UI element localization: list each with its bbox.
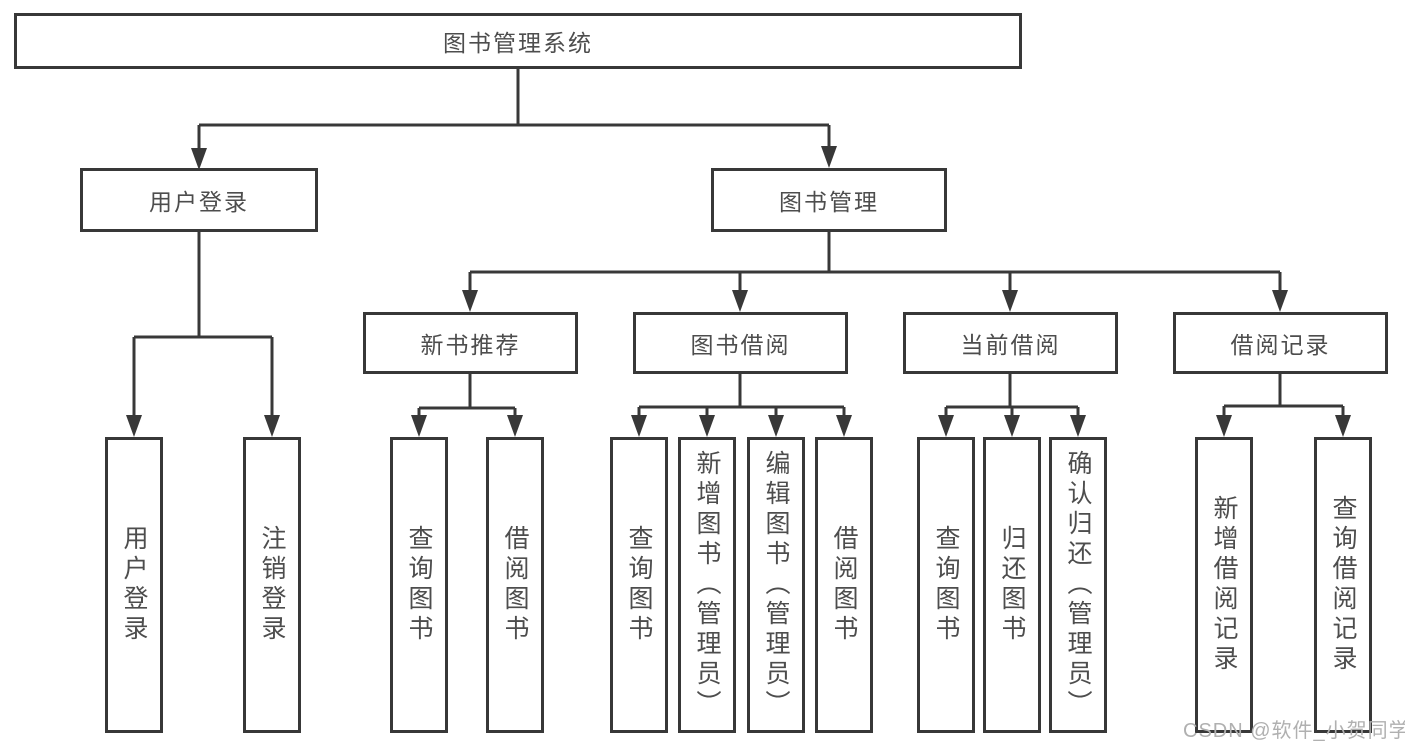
leaf-recommend-borrow-books-label: 借阅图书 xyxy=(501,525,529,645)
leaf-borrowing-edit-books-admin-label: 编辑图书（管理员） xyxy=(762,450,790,720)
leaf-borrowing-edit-books-admin: 编辑图书（管理员） xyxy=(747,437,805,733)
node-library-system-label: 图书管理系统 xyxy=(443,30,593,56)
node-book-borrowing: 图书借阅 xyxy=(633,312,848,374)
node-borrowing-records: 借阅记录 xyxy=(1173,312,1388,374)
node-library-system: 图书管理系统 xyxy=(14,13,1022,69)
node-user-login-label: 用户登录 xyxy=(149,189,249,215)
connector-path xyxy=(132,69,1345,418)
leaf-records-query-record: 查询借阅记录 xyxy=(1314,437,1372,733)
arrowheads xyxy=(126,146,1351,437)
leaf-current-return-books-label: 归还图书 xyxy=(998,525,1026,645)
leaf-borrowing-borrow-books: 借阅图书 xyxy=(815,437,873,733)
leaf-borrowing-borrow-books-label: 借阅图书 xyxy=(830,525,858,645)
leaf-logout-login-label: 注销登录 xyxy=(258,525,286,645)
leaf-current-return-books: 归还图书 xyxy=(983,437,1041,733)
leaf-logout-login: 注销登录 xyxy=(243,437,301,733)
node-borrowing-records-label: 借阅记录 xyxy=(1230,332,1331,358)
leaf-current-query-books: 查询图书 xyxy=(917,437,975,733)
leaf-borrowing-query-books-label: 查询图书 xyxy=(625,525,653,645)
leaf-current-query-books-label: 查询图书 xyxy=(932,525,960,645)
node-new-book-recommendation-label: 新书推荐 xyxy=(420,332,521,358)
leaf-records-add-record-label: 新增借阅记录 xyxy=(1210,495,1238,675)
leaf-current-confirm-return-admin-label: 确认归还（管理员） xyxy=(1064,450,1092,720)
leaf-records-add-record: 新增借阅记录 xyxy=(1195,437,1253,733)
leaf-records-query-record-label: 查询借阅记录 xyxy=(1329,495,1357,675)
leaf-user-login-label: 用户登录 xyxy=(120,525,148,645)
leaf-borrowing-add-books-admin: 新增图书（管理员） xyxy=(678,437,736,733)
leaf-recommend-query-books-label: 查询图书 xyxy=(405,525,433,645)
leaf-borrowing-query-books: 查询图书 xyxy=(610,437,668,733)
leaf-user-login: 用户登录 xyxy=(105,437,163,733)
leaf-recommend-borrow-books: 借阅图书 xyxy=(486,437,544,733)
node-user-login: 用户登录 xyxy=(80,168,318,232)
leaf-borrowing-add-books-admin-label: 新增图书（管理员） xyxy=(693,450,721,720)
node-book-management-label: 图书管理 xyxy=(779,189,879,215)
node-book-borrowing-label: 图书借阅 xyxy=(690,332,791,358)
leaf-recommend-query-books: 查询图书 xyxy=(390,437,448,733)
node-current-borrowing: 当前借阅 xyxy=(903,312,1118,374)
leaf-current-confirm-return-admin: 确认归还（管理员） xyxy=(1049,437,1107,733)
csdn-watermark: CSDN @软件_小贺同学 xyxy=(1183,720,1405,742)
node-book-management: 图书管理 xyxy=(711,168,947,232)
node-new-book-recommendation: 新书推荐 xyxy=(363,312,578,374)
node-current-borrowing-label: 当前借阅 xyxy=(960,332,1061,358)
